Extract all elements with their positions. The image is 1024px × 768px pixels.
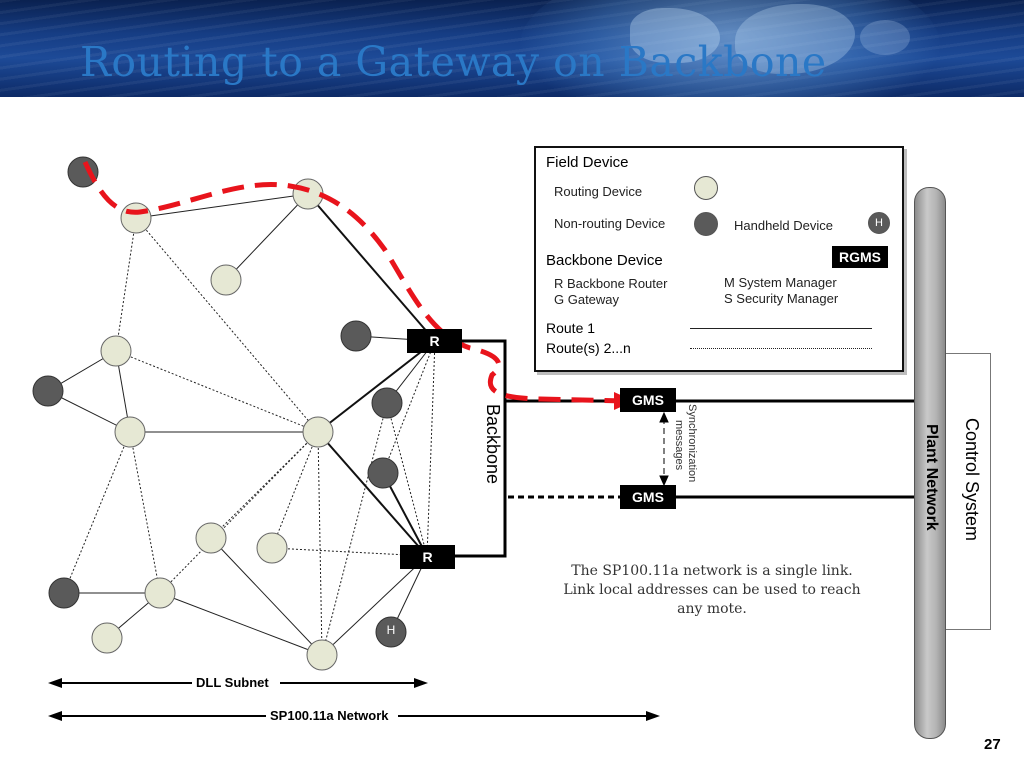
legend-field-device-heading: Field Device [546,154,629,171]
mesh-link [426,340,436,557]
router-link [317,340,436,433]
router-link [382,472,428,557]
control-system-box [944,353,991,630]
routing-device-node [256,532,288,564]
legend-non-routing-device-label: Non-routing Device [554,216,666,231]
backbone-lines [455,339,914,558]
highlighted-route-1 [82,160,626,404]
mesh-link [135,193,309,219]
mesh-link [210,431,319,539]
slide-title: Routing to a Gateway on Backbone [80,38,827,86]
page-number: 27 [984,736,1001,753]
route2-line-sample [690,348,872,349]
router-link [317,431,428,557]
router-label: R [422,549,433,565]
backbone-router-bottom: R [400,545,455,569]
router-label: R [429,333,440,349]
mesh-link [115,217,137,352]
mesh-link [129,431,161,594]
non-routing-device-legend-icon [694,212,718,236]
mesh-link [210,537,323,656]
routing-device-legend-icon [694,176,718,200]
backbone-router-top: R [407,329,462,353]
routing-device-node [195,522,227,554]
gms-bottom: GMS [620,485,676,509]
sync-arrow [659,411,669,487]
mesh-link [225,193,309,281]
legend-routing-device-label: Routing Device [554,184,643,199]
routing-device-node [292,178,324,210]
mesh-link [63,431,131,594]
routing-device-node [144,577,176,609]
handheld-device-node [375,616,407,648]
gms-top: GMS [620,388,676,412]
arrowhead-icon [48,678,62,688]
sync-label-line2: messages [673,420,685,471]
routing-nodes [91,178,338,671]
arrowhead-icon [659,411,669,423]
mesh-link [159,592,323,656]
routing-device-node [100,335,132,367]
handheld-node-label: H [386,623,396,637]
solid-links [47,193,436,656]
backbone-line [455,339,507,558]
legend-backbone-device-heading: Backbone Device [546,252,663,269]
network-note: The SP100.11a network is a single link. … [563,563,861,617]
mesh-link [321,402,388,656]
legend-route2-label: Route(s) 2...n [546,340,631,356]
gms-label: GMS [632,392,664,408]
routing-device-node [210,264,242,296]
arrowhead-icon [659,475,669,487]
plant-network-pipe [914,187,946,739]
legend-box: Field Device Routing Device Non-routing … [534,146,904,372]
mesh-link [271,431,319,549]
mesh-link [321,555,428,656]
legend-handheld-device-label: Handheld Device [734,218,834,233]
sync-label-line1: Synchronization [686,404,698,483]
title-banner: Routing to a Gateway on Backbone [0,0,1024,97]
routing-device-node [302,416,334,448]
non-routing-device-node [371,387,403,419]
non-routing-device-node [67,156,99,188]
router-links [307,193,436,557]
globe-land [630,8,720,63]
legend-m-definition: M System Manager [724,275,837,290]
backbone-label: Backbone [483,404,503,485]
globe-image [520,0,940,97]
non-routing-nodes [32,156,407,648]
routing-device-node [114,416,146,448]
mesh-link [159,431,319,594]
legend-s-definition: S Security Manager [724,291,839,306]
arrowhead-icon [646,711,660,721]
legend-r-definition: R Backbone Router [554,276,668,291]
gms-label: GMS [632,489,664,505]
non-routing-device-node [367,457,399,489]
globe-land [860,20,910,55]
sp-network-label: SP100.11a Network [270,708,389,723]
non-routing-device-node [340,320,372,352]
non-routing-device-node [32,375,64,407]
rgms-legend-badge: RGMS [832,246,888,268]
mesh-link [135,217,319,433]
routing-device-node [120,202,152,234]
arrowhead-icon [414,678,428,688]
dll-subnet-label: DLL Subnet [196,675,269,690]
mesh-link [317,431,323,656]
router-link [307,193,436,342]
legend-route1-label: Route 1 [546,320,596,336]
non-routing-device-node [48,577,80,609]
control-system-label: Control System [962,418,982,542]
mesh-link [115,350,319,433]
legend-g-definition: G Gateway [554,292,620,307]
routing-device-node [306,639,338,671]
arrowhead-icon [48,711,62,721]
handheld-device-legend-icon: H [868,212,890,234]
route1-line-sample [690,328,872,329]
span-arrows [48,678,660,721]
dotted-links [63,217,436,656]
plant-network-label: Plant Network [923,424,940,531]
routing-device-node [91,622,123,654]
